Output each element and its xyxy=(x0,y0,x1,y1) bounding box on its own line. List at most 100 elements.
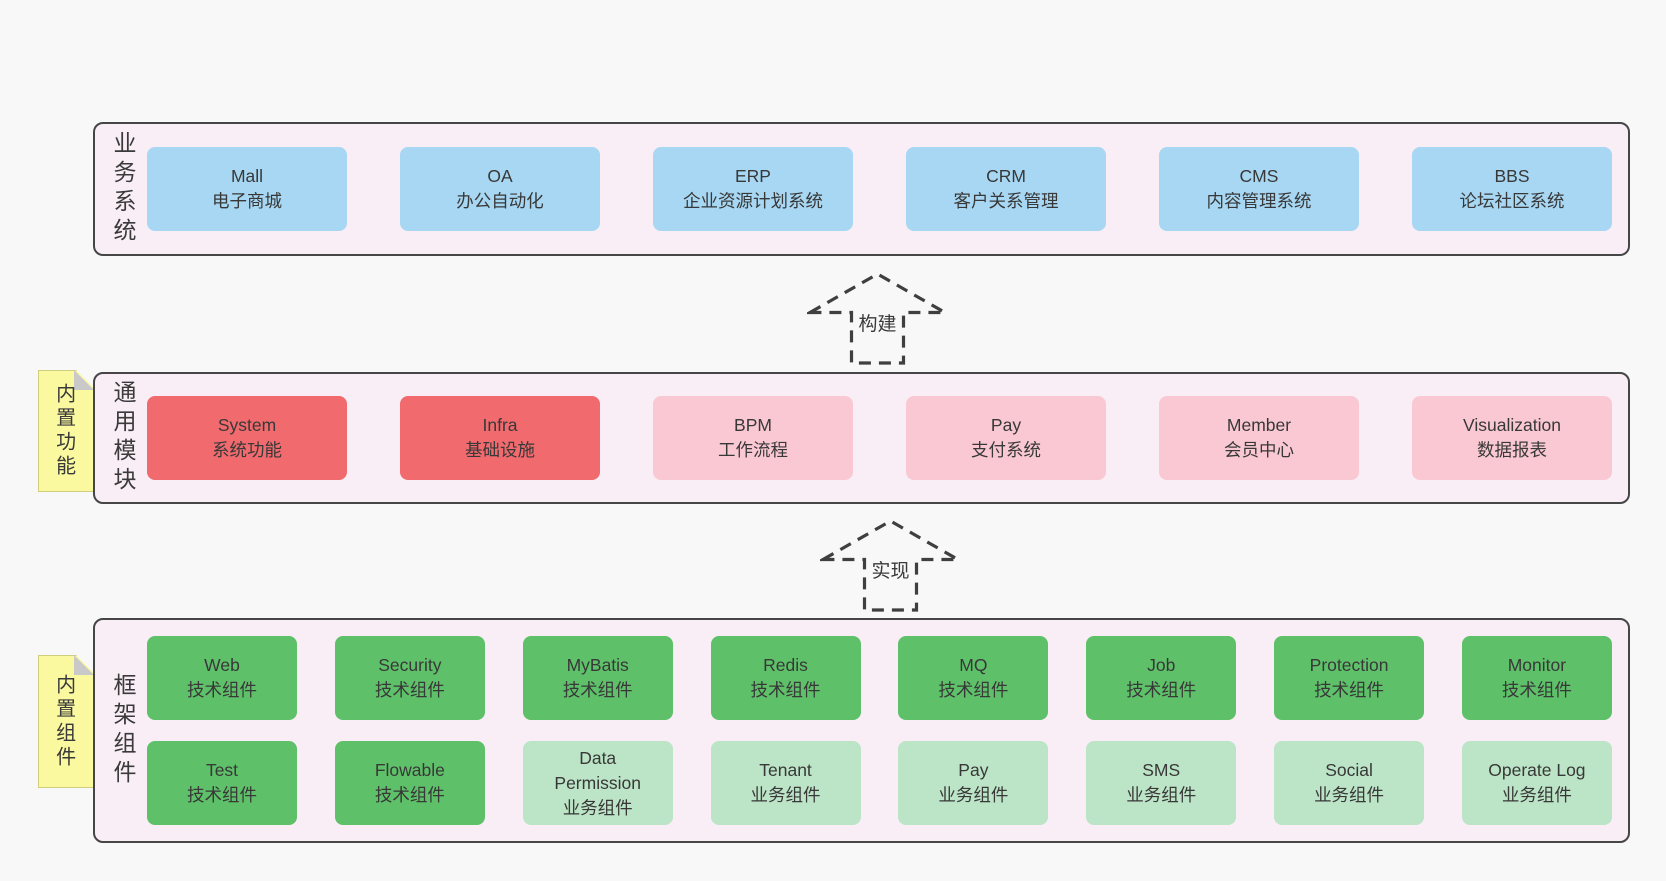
box-subtitle: 技术组件 xyxy=(750,680,821,700)
dashed-up-arrow-shape xyxy=(820,519,961,612)
layer-business-systems: 业务系统 Mall 电子商城 OA 办公自动化 ERP 企业资源计划系统 CRM… xyxy=(93,122,1630,256)
box-subtitle: 业务组件 xyxy=(1314,785,1385,805)
build-arrow: 构建 xyxy=(807,271,948,366)
arrow-label: 构建 xyxy=(855,309,900,336)
box-subtitle: 企业资源计划系统 xyxy=(683,191,823,211)
box-subtitle: 技术组件 xyxy=(374,680,445,700)
box-social: Social 业务组件 xyxy=(1274,741,1425,825)
box-member: Member 会员中心 xyxy=(1159,396,1359,480)
layer-label: 通用模块 xyxy=(110,380,136,496)
box-name: Visualization xyxy=(1463,415,1561,435)
box-row: Test 技术组件 Flowable 技术组件 Data Permission … xyxy=(147,741,1612,825)
box-name: Data Permission xyxy=(554,747,641,793)
box-name: OA xyxy=(487,166,513,186)
box-name: Tenant xyxy=(759,760,812,780)
sticky-note-label: 内置功能 xyxy=(52,383,75,479)
sticky-note-paper xyxy=(38,655,96,788)
box-name: Flowable xyxy=(374,760,445,780)
implement-arrow: 实现 xyxy=(820,518,961,613)
folded-corner-icon xyxy=(74,655,94,675)
sticky-note-builtin-components: 内置组件 xyxy=(38,655,96,788)
box-name: Security xyxy=(378,655,442,675)
box-name: Job xyxy=(1147,655,1176,675)
box-web: Web 技术组件 xyxy=(147,636,297,720)
box-monitor: Monitor 技术组件 xyxy=(1461,636,1612,720)
box-subtitle: 技术组件 xyxy=(562,680,633,700)
box-subtitle: 会员中心 xyxy=(1224,440,1294,460)
box-job: Job 技术组件 xyxy=(1086,636,1237,720)
box-name: Infra xyxy=(482,415,518,435)
box-name: CRM xyxy=(986,166,1026,186)
box-mq: MQ 技术组件 xyxy=(898,636,1049,720)
box-cms: CMS 内容管理系统 xyxy=(1159,147,1359,231)
box-name: MQ xyxy=(959,655,988,675)
box-crm: CRM 客户关系管理 xyxy=(906,147,1106,231)
box-subtitle: 技术组件 xyxy=(187,785,257,805)
box-subtitle: 电子商城 xyxy=(212,191,282,211)
box-subtitle: 系统功能 xyxy=(212,440,282,460)
box-bpm: BPM 工作流程 xyxy=(653,396,853,480)
box-row: Web 技术组件 Security 技术组件 MyBatis 技术组件 Redi… xyxy=(147,636,1612,720)
layer-content: System 系统功能 Infra 基础设施 BPM 工作流程 Pay 支付系统… xyxy=(147,374,1612,502)
box-subtitle: 业务组件 xyxy=(1501,785,1572,805)
box-tenant: Tenant 业务组件 xyxy=(710,741,861,825)
box-name: ERP xyxy=(735,166,771,186)
box-name: Protection xyxy=(1309,655,1389,675)
layer-label: 框架组件 xyxy=(110,672,136,789)
box-bbs: BBS 论坛社区系统 xyxy=(1412,147,1612,231)
box-name: MyBatis xyxy=(566,655,629,675)
box-subtitle: 技术组件 xyxy=(938,680,1009,700)
box-subtitle: 业务组件 xyxy=(938,785,1009,805)
layer-framework-components: 框架组件 Web 技术组件 Security 技术组件 MyBatis 技术组件… xyxy=(93,618,1630,843)
box-subtitle: 业务组件 xyxy=(750,785,821,805)
box-name: Operate Log xyxy=(1488,760,1586,780)
box-row: Mall 电子商城 OA 办公自动化 ERP 企业资源计划系统 CRM 客户关系… xyxy=(147,147,1612,231)
box-visualization: Visualization 数据报表 xyxy=(1412,396,1612,480)
box-pay: Pay 支付系统 xyxy=(906,396,1106,480)
box-flowable: Flowable 技术组件 xyxy=(334,741,485,825)
box-name: Social xyxy=(1325,760,1373,780)
box-subtitle: 办公自动化 xyxy=(456,191,544,211)
box-subtitle: 支付系统 xyxy=(971,440,1041,460)
box-subtitle: 技术组件 xyxy=(187,680,257,700)
box-subtitle: 技术组件 xyxy=(1126,680,1197,700)
layer-content: Mall 电子商城 OA 办公自动化 ERP 企业资源计划系统 CRM 客户关系… xyxy=(147,124,1612,254)
box-name: System xyxy=(217,415,277,435)
box-subtitle: 论坛社区系统 xyxy=(1459,191,1565,211)
box-name: BPM xyxy=(734,415,772,435)
box-redis: Redis 技术组件 xyxy=(710,636,861,720)
box-infra: Infra 基础设施 xyxy=(400,396,600,480)
box-subtitle: 业务组件 xyxy=(1126,785,1197,805)
sticky-note-label: 内置组件 xyxy=(52,673,75,770)
box-protection: Protection 技术组件 xyxy=(1274,636,1425,720)
box-name: Pay xyxy=(958,760,989,780)
box-mall: Mall 电子商城 xyxy=(147,147,347,231)
box-sms: SMS 业务组件 xyxy=(1086,741,1237,825)
box-name: BBS xyxy=(1494,166,1530,186)
sticky-note-paper xyxy=(38,370,96,492)
layer-content: Web 技术组件 Security 技术组件 MyBatis 技术组件 Redi… xyxy=(147,620,1612,841)
box-subtitle: 技术组件 xyxy=(1501,680,1572,700)
box-subtitle: 数据报表 xyxy=(1477,440,1547,460)
box-system: System 系统功能 xyxy=(147,396,347,480)
box-name: CMS xyxy=(1239,166,1279,186)
box-security: Security 技术组件 xyxy=(334,636,485,720)
box-name: Pay xyxy=(990,415,1022,435)
box-row: System 系统功能 Infra 基础设施 BPM 工作流程 Pay 支付系统… xyxy=(147,396,1612,480)
box-name: Member xyxy=(1226,415,1292,435)
layer-common-modules: 通用模块 System 系统功能 Infra 基础设施 BPM 工作流程 Pay… xyxy=(93,372,1630,504)
box-subtitle: 技术组件 xyxy=(1314,680,1385,700)
box-erp: ERP 企业资源计划系统 xyxy=(653,147,853,231)
box-name: Monitor xyxy=(1507,655,1567,675)
box-subtitle: 基础设施 xyxy=(465,440,535,460)
box-name: Test xyxy=(205,760,239,780)
dashed-up-arrow-shape xyxy=(807,272,948,365)
box-test: Test 技术组件 xyxy=(147,741,297,825)
box-name: Web xyxy=(204,655,240,675)
box-subtitle: 技术组件 xyxy=(374,785,445,805)
box-subtitle: 内容管理系统 xyxy=(1206,191,1312,211)
sticky-note-builtin-features: 内置功能 xyxy=(38,370,96,492)
box-subtitle: 客户关系管理 xyxy=(953,191,1059,211)
arrow-label: 实现 xyxy=(868,556,913,583)
